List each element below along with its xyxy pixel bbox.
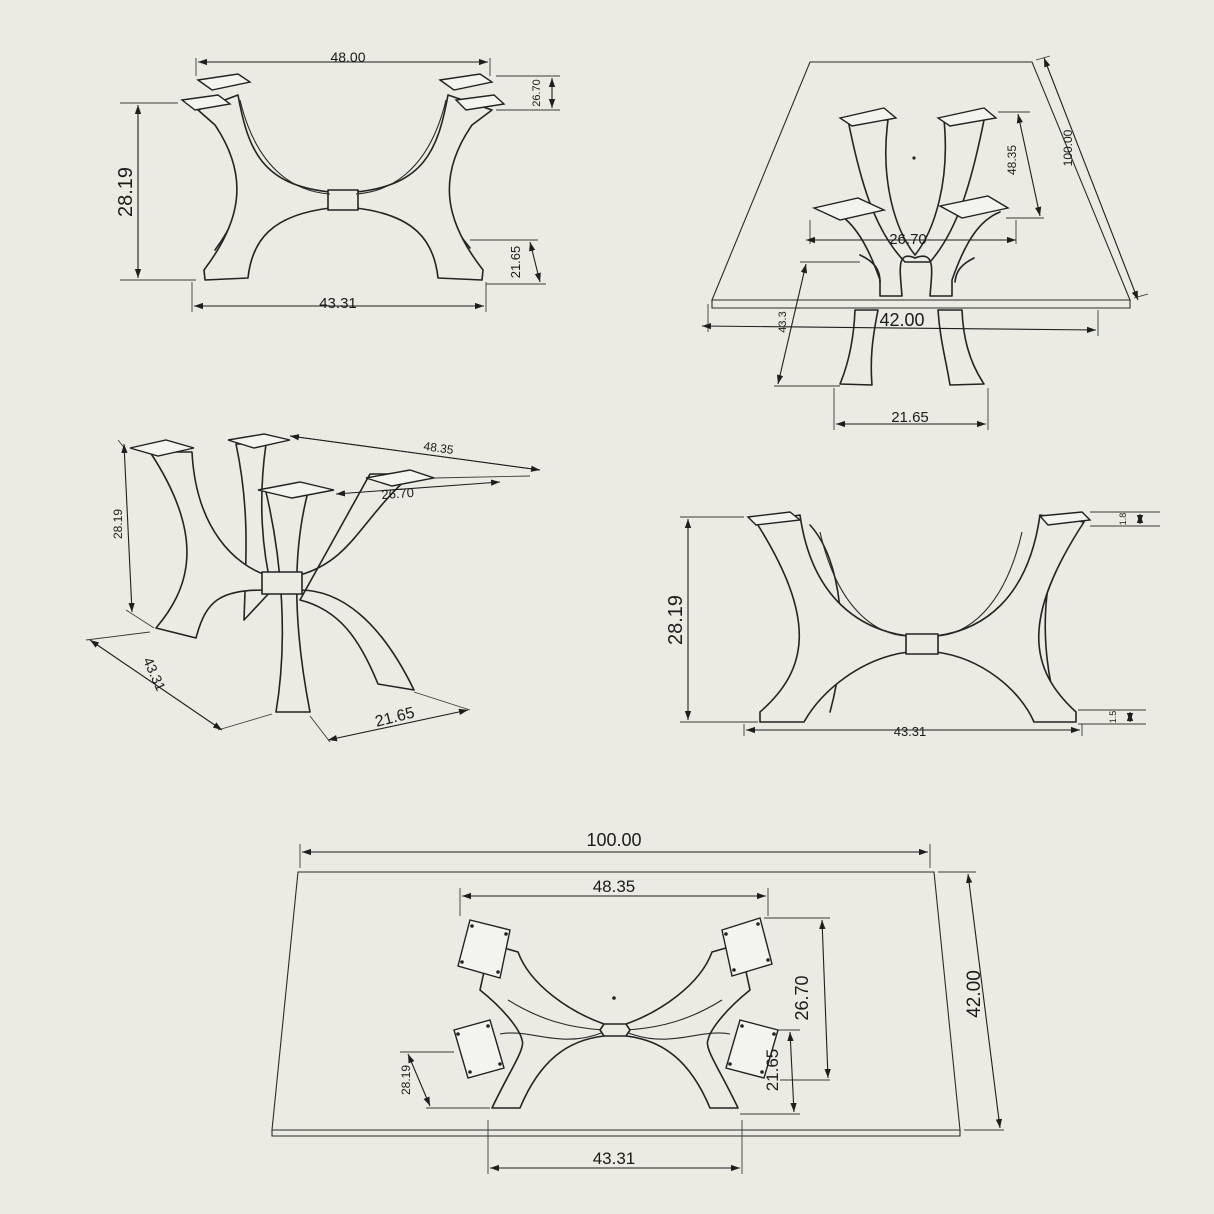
- plan-dim-length: 100.00: [586, 830, 641, 850]
- plan-dim-plate-span: 48.35: [593, 877, 636, 896]
- perspective-top-view: 100.00 48.35 26.70 42.00 43.3 21.65: [701, 55, 1149, 430]
- persp-dim-plate-span: 48.35: [1005, 145, 1019, 175]
- persp-dim-top-width: 42.00: [879, 310, 924, 330]
- front-dim-foot-side: 21.65: [508, 246, 523, 279]
- side-dim-bottom-span: 43.31: [894, 724, 927, 739]
- iso-dim-bottom-span: 43.31: [140, 655, 169, 694]
- side-dim-plate-offset: 1.8: [1118, 513, 1128, 526]
- iso-dim-top-span: 48.35: [423, 439, 455, 457]
- isometric-view: 48.35 26.70 28.19 43.31 21.65: [85, 433, 541, 743]
- front-dim-height: 28.19: [115, 167, 137, 217]
- front-dim-width-bottom: 43.31: [319, 295, 357, 312]
- plan-view: 100.00 48.35 42.00 26.70 21.65 28.19 43.…: [271, 830, 1004, 1174]
- plan-dim-width: 42.00: [964, 970, 985, 1018]
- persp-dim-foot-span: 43.3: [777, 311, 789, 332]
- persp-dim-top-length: 100.00: [1061, 129, 1075, 166]
- iso-dim-top-width: 26.70: [381, 485, 415, 502]
- persp-dim-plate-width: 26.70: [889, 231, 927, 248]
- persp-dim-foot-width: 21.65: [891, 409, 929, 426]
- iso-dim-bottom-width: 21.65: [373, 705, 416, 731]
- side-dim-foot-offset: 1.5: [1108, 711, 1118, 724]
- plan-dim-plate-width: 26.70: [792, 975, 812, 1020]
- plan-dim-foot-span: 43.31: [593, 1149, 636, 1168]
- side-view: 28.19 43.31 1.8 1.5: [665, 511, 1160, 739]
- front-dim-width-top: 48.00: [330, 49, 365, 65]
- side-dim-height: 28.19: [665, 595, 687, 645]
- iso-dim-height: 28.19: [111, 509, 125, 539]
- plan-dim-foot-width: 21.65: [763, 1049, 782, 1092]
- front-dim-plate-side: 26.70: [531, 79, 543, 107]
- front-view: 48.00 28.19 43.31 26.70 21.65: [115, 49, 560, 312]
- plan-dim-height: 28.19: [399, 1065, 413, 1095]
